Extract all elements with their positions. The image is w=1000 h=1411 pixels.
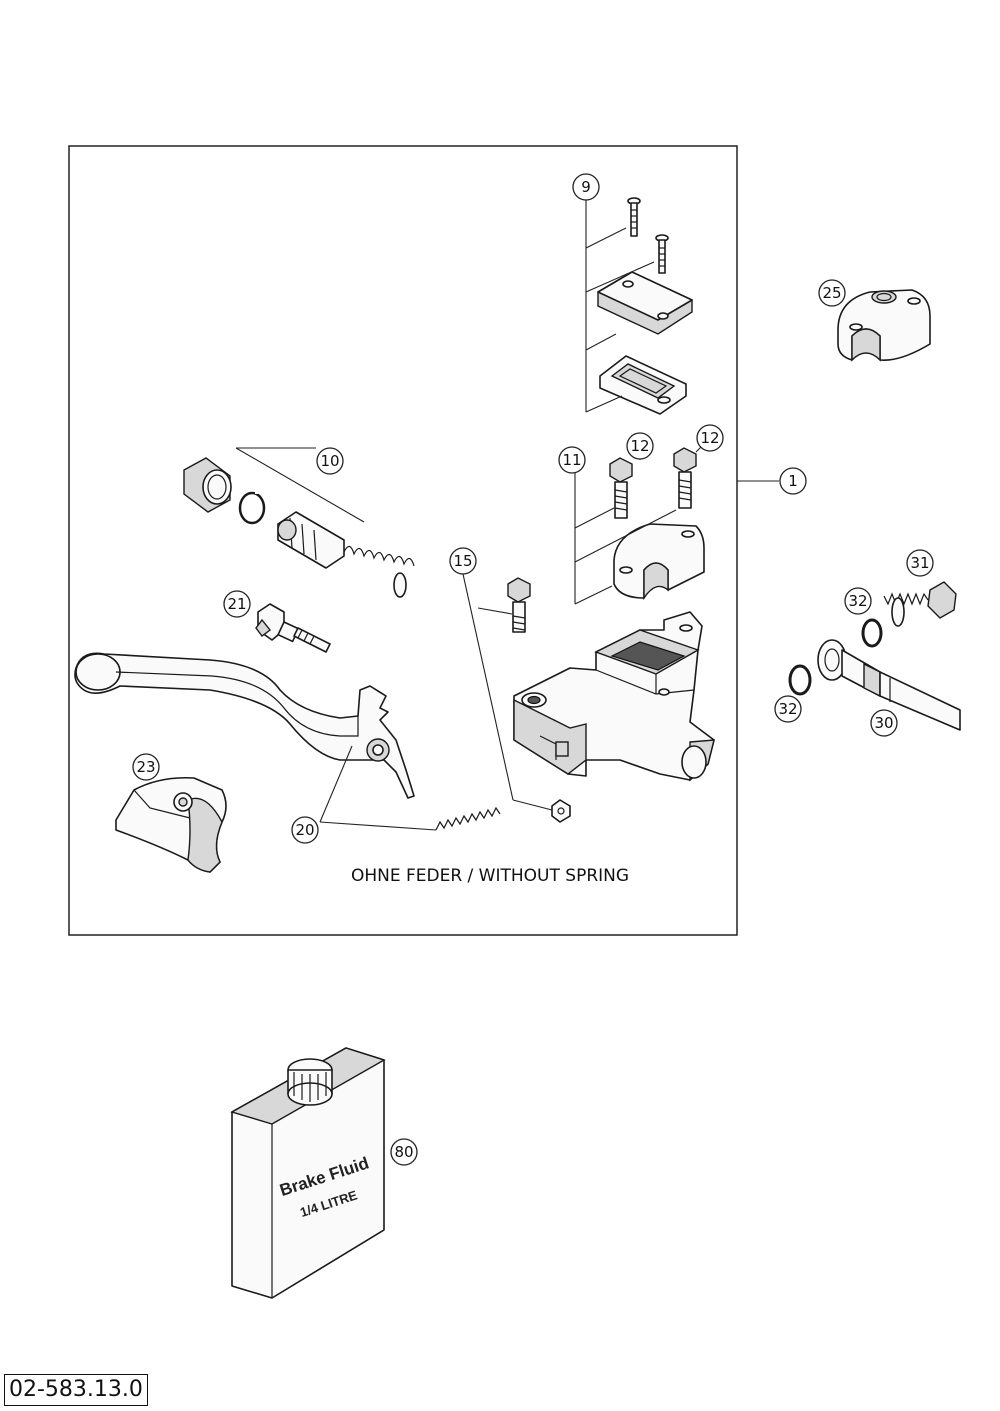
pivot-nut [551,799,571,823]
document-number: 02-583.13.0 [4,1374,148,1406]
callout-20: 20 [291,816,319,844]
svg-text:12: 12 [700,429,719,447]
handlebar-clamp-25 [837,289,931,362]
sealing-washer-upper [861,618,883,648]
callout-21: 21 [223,590,251,618]
svg-text:32: 32 [778,700,797,718]
reservoir-diaphragm [599,355,687,415]
callout-23: 23 [132,753,160,781]
brake-lever [74,652,415,799]
cover-screw-1 [627,197,641,237]
clamp-half-11 [574,470,705,605]
clamp-bolts-12 [609,447,697,519]
callout-12-left: 12 [626,432,654,460]
piston-boot [183,457,232,513]
reservoir-cover-group [585,197,693,415]
callout-11: 11 [558,446,586,474]
callout-10: 10 [316,447,344,475]
svg-text:15: 15 [453,552,472,570]
piston [277,511,345,569]
callout-25: 25 [818,279,846,307]
clamp-bolt-1 [609,457,633,519]
svg-text:11: 11 [562,451,581,469]
lever-spring-20 [319,745,501,831]
clamp-bolt-2 [673,447,697,509]
master-cylinder-body [513,611,715,782]
callout-1: 1 [779,467,807,495]
adjuster-21 [255,603,331,653]
svg-text:1: 1 [788,472,798,490]
svg-text:12: 12 [630,437,649,455]
banjo-bolt-31 [883,581,957,627]
reservoir-cover [597,271,693,335]
svg-text:30: 30 [874,714,893,732]
svg-text:21: 21 [227,595,246,613]
piston-kit-10 [183,447,415,598]
brake-hose-30 [817,639,961,731]
cover-screw-2 [655,234,669,274]
callout-30: 30 [870,709,898,737]
callout-9: 9 [572,173,600,201]
callout-12-right: 12 [696,424,724,452]
lever-cover-23 [115,776,227,873]
sealing-washer-lower [788,664,812,696]
brake-fluid-can: Brake Fluid 1/4 LITRE [230,1047,386,1299]
svg-text:10: 10 [320,452,339,470]
svg-text:23: 23 [136,758,155,776]
svg-text:9: 9 [581,178,591,196]
assembly-frame [68,145,738,936]
svg-text:32: 32 [848,592,867,610]
without-spring-caption: OHNE FEDER / WITHOUT SPRING [350,866,630,886]
svg-text:25: 25 [822,284,841,302]
svg-text:31: 31 [910,554,929,572]
callout-32-lower: 32 [774,695,802,723]
pivot-bolt-15 [477,577,531,633]
callout-15: 15 [449,547,477,575]
svg-text:80: 80 [394,1143,413,1161]
svg-text:20: 20 [295,821,314,839]
callout-32-upper: 32 [844,587,872,615]
callout-80: 80 [390,1138,418,1166]
piston-spring [343,545,415,598]
callout-31: 31 [906,549,934,577]
circlip [238,490,266,525]
